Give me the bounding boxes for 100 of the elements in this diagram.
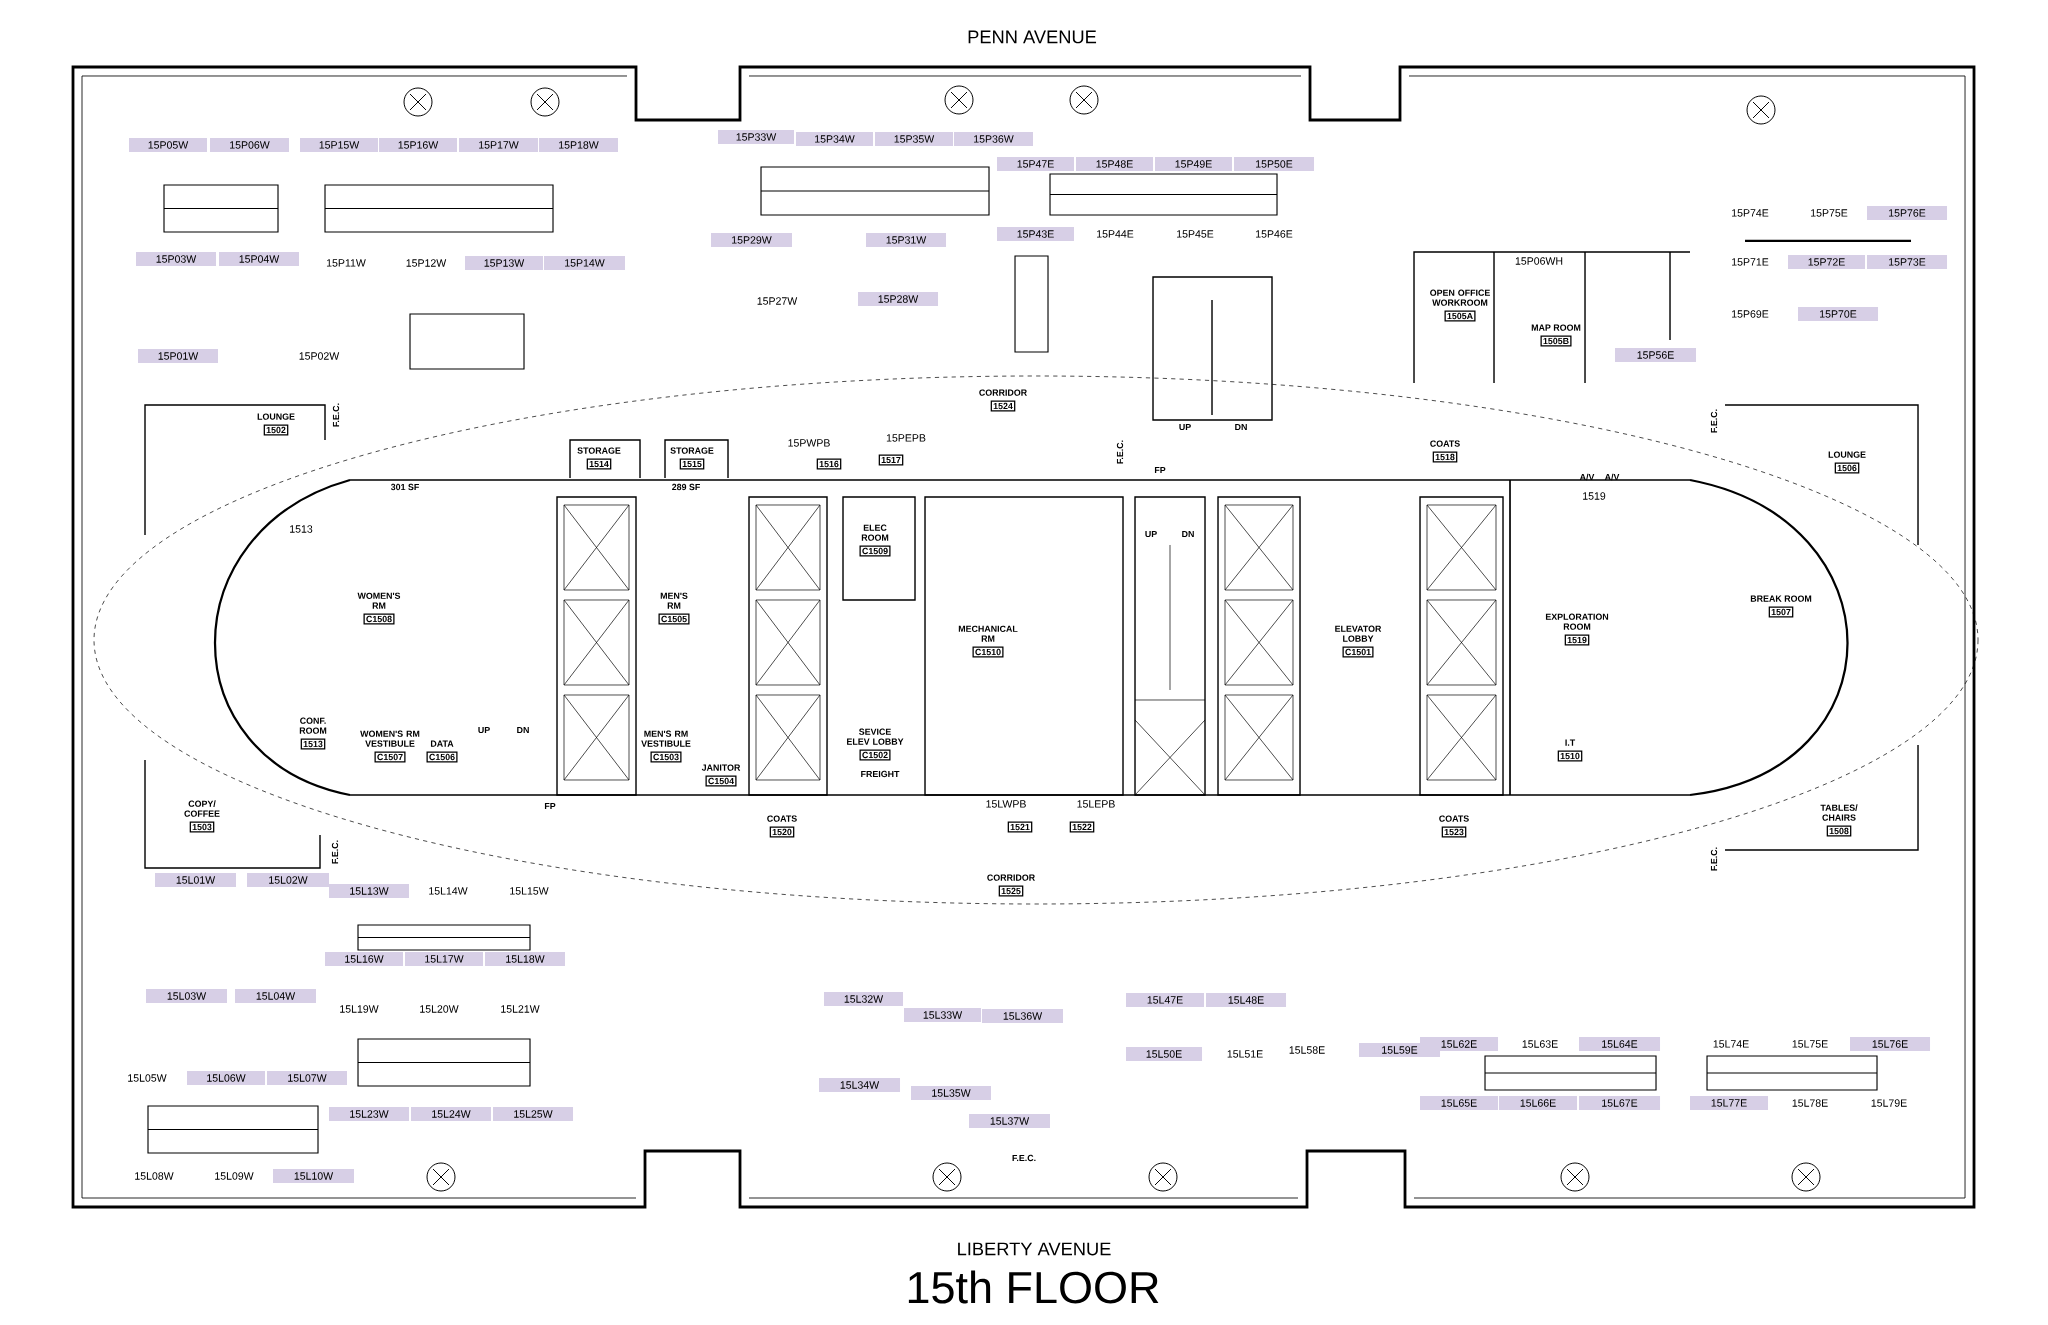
seat-tag: 15L50E	[1126, 1047, 1202, 1061]
seat-number: 15P45E	[1177, 230, 1214, 238]
seat-number: 15P12W	[406, 259, 447, 267]
seat-number: 15L20W	[420, 1005, 459, 1013]
node-label: 15P33W	[736, 133, 777, 141]
room-label: 1517	[878, 454, 904, 466]
seat-tag: 15P13W	[465, 256, 543, 270]
seat-tag: 15P34W	[796, 132, 873, 146]
fp-label: FP	[1154, 466, 1166, 474]
room-label: OPEN OFFICE WORKROOM 1505A	[1430, 289, 1490, 322]
seat-tag: 15P47E	[997, 157, 1074, 171]
extinguisher-label: F.E.C.	[1710, 847, 1718, 871]
seat-tag: 15P18W	[539, 138, 618, 152]
seat-tag: 15P04W	[219, 252, 299, 266]
seat-tag: 15L64E	[1579, 1037, 1660, 1051]
seat-number: 15L74E	[1713, 1040, 1749, 1048]
phone-booth-label: 15PEPB	[886, 434, 926, 442]
node-label: 15P47E	[1017, 160, 1054, 168]
node-label: 15L59E	[1382, 1046, 1418, 1054]
node-label: 15L66E	[1520, 1099, 1556, 1107]
node-label: 15P50E	[1256, 160, 1293, 168]
seat-tag: 15L23W	[329, 1107, 409, 1121]
phone-booth-label: 15LWPB	[986, 800, 1026, 808]
seat-number: 15L09W	[215, 1172, 254, 1180]
seat-number: 15L14W	[429, 887, 468, 895]
room-label: CORRIDOR 1524	[979, 389, 1027, 412]
node-label: 15L47E	[1147, 996, 1183, 1004]
seat-tag: 15L35W	[911, 1086, 991, 1100]
node-label: 15L67E	[1602, 1099, 1638, 1107]
room-label: COATS 1523	[1439, 815, 1469, 838]
seat-number: 15L63E	[1522, 1040, 1558, 1048]
seat-number: 15P06WH	[1515, 257, 1563, 265]
node-label: 15P36W	[974, 135, 1014, 143]
node-label: 15P15W	[319, 141, 360, 149]
seat-tag: 15P76E	[1867, 206, 1948, 220]
node-label: 15L23W	[350, 1110, 389, 1118]
room-label: CORRIDOR 1525	[987, 874, 1035, 897]
seat-tag: 15L24W	[411, 1107, 491, 1121]
node-label: 15P49E	[1175, 160, 1212, 168]
seat-tag: 15L59E	[1359, 1043, 1440, 1057]
room-number: 1513	[290, 525, 313, 533]
seat-number: 15L19W	[340, 1005, 379, 1013]
seat-tag: 15P48E	[1076, 157, 1153, 171]
node-label: 15P34W	[815, 135, 855, 143]
seat-number: 15P11W	[326, 259, 366, 267]
seat-tag: 15L01W	[155, 873, 236, 887]
seat-number: 15P46E	[1256, 230, 1293, 238]
seat-tag: 15L34W	[819, 1078, 900, 1092]
extinguisher-label: F.E.C.	[332, 403, 340, 427]
street-name: PENN AVENUE	[968, 30, 1097, 44]
node-label: 15P18W	[559, 141, 599, 149]
seat-tag: 15L07W	[267, 1071, 347, 1085]
node-label: 15P13W	[484, 259, 525, 267]
seat-tag: 15L17W	[405, 952, 483, 966]
room-label: MAP ROOM 1505B	[1531, 324, 1581, 347]
stair-label: DN	[1235, 423, 1247, 431]
node-label: 15P16W	[398, 141, 439, 149]
seat-tag: 15L10W	[273, 1169, 354, 1183]
fp-label: FP	[544, 802, 556, 810]
node-label: 15L17W	[425, 955, 464, 963]
seat-number: 15L21W	[501, 1005, 540, 1013]
room-label: I.T 1510	[1557, 739, 1583, 762]
room-label: COATS 1520	[767, 815, 797, 838]
room-label: COATS 1518	[1430, 440, 1460, 463]
seat-tag: 15P14W	[544, 256, 625, 270]
room-label: LOUNGE 1502	[257, 413, 295, 436]
seat-tag: 15L04W	[235, 989, 316, 1003]
seat-tag: 15P01W	[138, 349, 218, 363]
seat-tag: 15P43E	[997, 227, 1074, 241]
node-label: 15P17W	[479, 141, 519, 149]
seat-tag: 15L65E	[1420, 1096, 1499, 1110]
seat-tag: 15P50E	[1234, 157, 1314, 171]
area-label: 301 SF	[390, 483, 419, 491]
seat-tag: 15L25W	[493, 1107, 573, 1121]
seat-number: 15L78E	[1792, 1099, 1828, 1107]
seat-number: 15L05W	[128, 1074, 167, 1082]
seat-number: 15P44E	[1097, 230, 1134, 238]
seat-tag: 15L16W	[325, 952, 403, 966]
node-label: 15L33W	[923, 1011, 963, 1019]
node-label: 15L36W	[1003, 1012, 1043, 1020]
stair-label: UP	[1145, 530, 1157, 538]
node-label: 15L24W	[432, 1110, 471, 1118]
seat-tag: 15L47E	[1126, 993, 1204, 1007]
seat-tag: 15P16W	[379, 138, 457, 152]
extinguisher-label: F.E.C.	[1710, 409, 1718, 433]
room-label: 1521	[1007, 821, 1033, 833]
node-label: 15P72E	[1808, 258, 1845, 266]
seat-number: 15P69E	[1732, 310, 1769, 318]
room-label: LOUNGE 1506	[1828, 451, 1866, 474]
seat-tag: 15P28W	[858, 292, 938, 306]
extinguisher-label: F.E.C.	[1012, 1154, 1036, 1162]
node-label: 15L25W	[514, 1110, 553, 1118]
stair-label: UP	[478, 726, 490, 734]
seat-number: 15L51E	[1227, 1050, 1263, 1058]
room-label: ELEC ROOM C1509	[859, 524, 891, 557]
seat-tag: 15P49E	[1155, 157, 1232, 171]
seat-number: 15L75E	[1792, 1040, 1828, 1048]
room-label: MECHANICAL RM C1510	[958, 625, 1018, 658]
seat-tag: 15P35W	[875, 132, 953, 146]
node-label: 15L07W	[288, 1074, 327, 1082]
